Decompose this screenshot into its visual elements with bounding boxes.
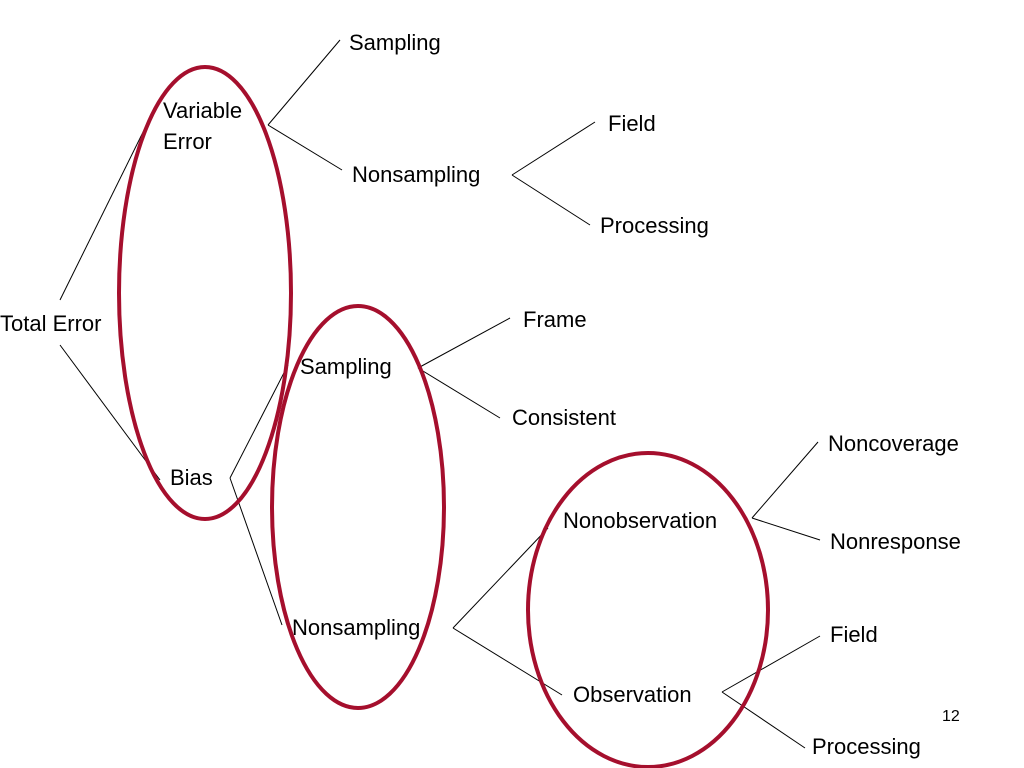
node-observation-processing: Processing [812,734,921,759]
page-number: 12 [942,708,960,725]
node-bias-frame: Frame [523,307,587,332]
ellipse-bias-sampling-nonsampling [270,304,446,710]
connector-total-to-bias [59,344,161,481]
ellipse-variable-error-bias [117,65,293,521]
node-observation-field: Field [830,622,878,647]
connector-variable-to-sampling [267,39,341,126]
node-nonobservation: Nonobservation [563,508,718,533]
connector-total-to-variable [59,117,151,301]
node-total-error: Total Error [0,311,102,336]
connector-observation-to-field [721,635,821,693]
connector-sampling-to-frame [417,317,511,369]
node-bias-sampling: Sampling [300,354,392,379]
connector-sampling-to-consistent [417,367,501,419]
connector-variable-to-nonsampling [267,124,343,171]
connector-observation-to-processing [721,691,806,749]
node-observation: Observation [573,682,692,707]
node-variable-error-line2: Error [163,129,212,154]
node-nonresponse: Nonresponse [830,529,961,554]
connector-bias-to-sampling [229,364,289,479]
connector-nonobservation-to-noncoverage [751,441,819,519]
ellipse-nonobservation-observation [526,451,770,768]
node-bias-consistent: Consistent [512,405,616,430]
connector-nonobservation-to-nonresponse [751,517,821,541]
node-bias-nonsampling: Nonsampling [292,615,421,640]
node-variable-processing: Processing [600,213,709,238]
connector-nonsampling-to-observation [452,627,563,696]
connector-nonsampling-to-processing [511,174,591,226]
connector-nonsampling-to-nonobservation [452,527,549,629]
node-variable-error-line1: Variable [163,98,243,123]
connector-nonsampling-to-field [511,121,596,176]
node-variable-nonsampling: Nonsampling [352,162,481,187]
node-noncoverage: Noncoverage [828,431,959,456]
node-variable-sampling: Sampling [349,30,441,55]
node-bias: Bias [170,465,213,490]
node-variable-field: Field [608,111,656,136]
